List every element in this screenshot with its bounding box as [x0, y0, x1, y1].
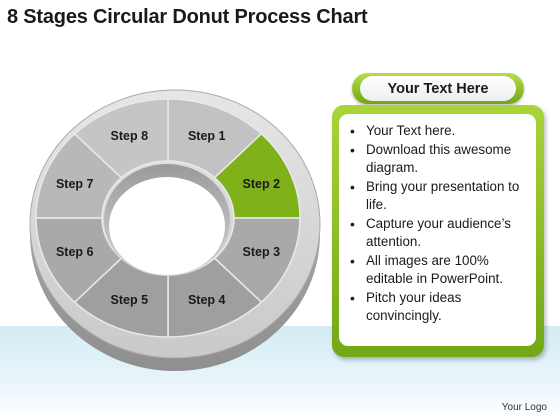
text-box-body: Your Text here. Download this awesome di… — [339, 114, 536, 346]
text-box: Your Text here. Download this awesome di… — [332, 105, 544, 357]
step-label-7: Step 7 — [56, 177, 94, 191]
step-label-1: Step 1 — [188, 129, 226, 143]
text-box-header-label: Your Text Here — [387, 80, 489, 97]
bullet-item: Pitch your ideas convincingly. — [345, 289, 528, 325]
bullet-item: Your Text here. — [345, 122, 528, 140]
logo-text: Your Logo — [501, 402, 547, 413]
step-label-5: Step 5 — [111, 293, 149, 307]
step-label-3: Step 3 — [243, 245, 281, 259]
donut-labels: Step 1 Step 2 Step 3 Step 4 Step 5 Step 6 Step… — [56, 129, 280, 307]
text-box-header: Your Text Here — [352, 73, 524, 104]
bullet-item: Capture your audience’s attention. — [345, 215, 528, 251]
step-label-2: Step 2 — [243, 177, 281, 191]
step-label-6: Step 6 — [56, 245, 94, 259]
step-label-8: Step 8 — [111, 129, 149, 143]
donut-segments — [35, 98, 301, 338]
bullet-item: Download this awesome diagram. — [345, 141, 528, 177]
donut-hole — [109, 177, 225, 275]
donut-segment-step-8 — [73, 98, 169, 179]
donut-diagram: Step 1 Step 2 Step 3 Step 4 Step 5 Step 6 Step… — [29, 89, 321, 371]
page-title: 8 Stages Circular Donut Process Chart — [7, 6, 368, 28]
bullet-item: Bring your presentation to life. — [345, 178, 528, 214]
step-label-4: Step 4 — [188, 293, 226, 307]
bullet-list: Your Text here. Download this awesome di… — [345, 122, 528, 325]
bullet-item: All images are 100% editable in PowerPoi… — [345, 252, 528, 288]
text-box-header-inner: Your Text Here — [360, 76, 516, 101]
